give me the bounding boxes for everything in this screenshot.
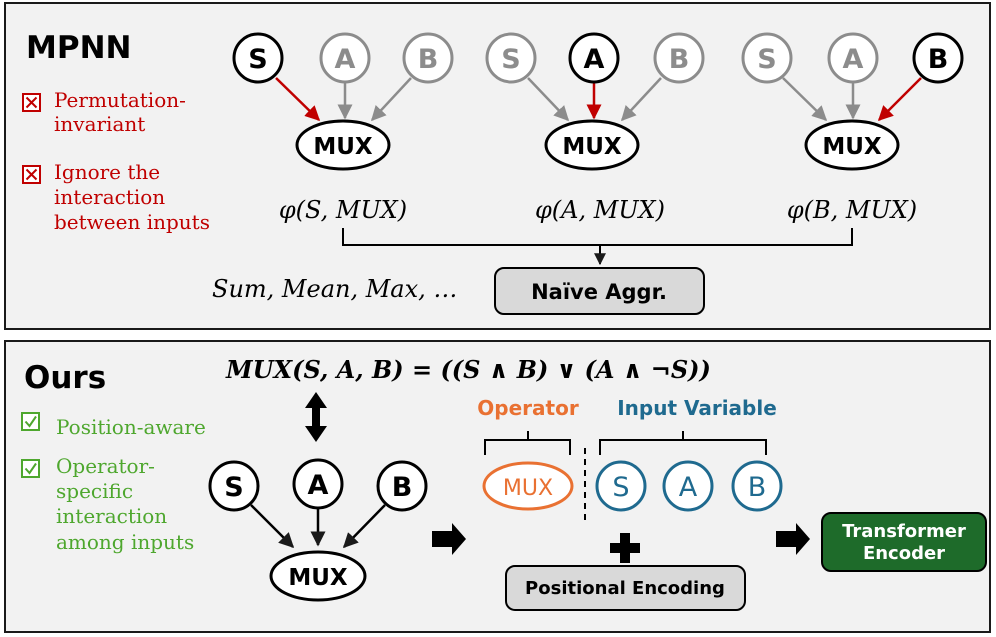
pro-line: among inputs: [56, 530, 194, 554]
pro-line: interaction: [56, 504, 167, 528]
cross-icon: [25, 96, 38, 109]
input-node: [208, 460, 260, 512]
mux-node: [804, 119, 900, 171]
phi-label: φ(A, MUX): [535, 196, 665, 224]
check-icon: [24, 415, 37, 428]
mux-node: [544, 119, 640, 171]
transformer-encoder-box: [821, 512, 987, 572]
input-node: [653, 32, 705, 84]
sequence-input-token: [595, 460, 647, 512]
input-node-label: A: [308, 470, 329, 501]
input-node-label: A: [584, 44, 605, 75]
con-line: invariant: [54, 112, 145, 136]
mpnn-group: S A B MUX φ(A, MUX): [485, 32, 705, 224]
mux-label: MUX: [313, 134, 373, 160]
input-node-label: A: [335, 44, 356, 75]
positional-encoding-label: Positional Encoding: [525, 578, 725, 599]
sequence-input-token: [731, 460, 783, 512]
input-variable-brace: [599, 431, 767, 455]
mpnn-con-item: Ignore the interaction between inputs: [22, 160, 210, 234]
right-arrow-icon: [432, 523, 466, 555]
phi-label: φ(S, MUX): [279, 196, 407, 224]
naive-aggr-box: [494, 267, 705, 315]
input-node-label: B: [928, 44, 949, 75]
plus-icon: [610, 533, 640, 563]
input-node: [402, 32, 454, 84]
input-node-label: S: [248, 44, 267, 75]
sequence-operator-token: [482, 461, 574, 511]
con-line: interaction: [54, 185, 165, 209]
sequence-input-token: [662, 460, 714, 512]
operator-brace: [484, 431, 571, 455]
input-node-label: B: [669, 44, 690, 75]
edge-inactive: [527, 77, 570, 122]
input-node-active: [232, 32, 284, 84]
sequence-operator-label: MUX: [503, 476, 553, 501]
mux-label: MUX: [288, 565, 348, 591]
double-arrow-icon: [305, 392, 327, 442]
mpnn-group: S A B MUX φ(S, MUX): [232, 32, 454, 224]
pro-line: specific: [56, 479, 133, 503]
phi-label: φ(B, MUX): [787, 196, 917, 224]
con-line: Ignore the: [54, 160, 160, 184]
ours-pro-item: Operator- specific interaction among inp…: [21, 454, 194, 554]
edge-active: [877, 77, 922, 122]
input-node-label: S: [757, 44, 776, 75]
input-node: [319, 32, 371, 84]
input-node: [292, 458, 344, 510]
con-line: Permutation-: [54, 88, 186, 112]
check-icon: [24, 462, 37, 475]
input-node-label: S: [501, 44, 520, 75]
input-node-active: [568, 32, 620, 84]
input-node: [827, 32, 879, 84]
ours-pro-item: Position-aware: [21, 412, 206, 439]
aggregation-examples: Sum, Mean, Max, …: [212, 275, 457, 303]
positional-encoding-box: [505, 565, 746, 611]
transformer-encoder-label: Encoder: [863, 543, 945, 564]
pro-line: Operator-: [56, 454, 155, 478]
mux-node: [295, 119, 391, 171]
mpnn-con-item: Permutation- invariant: [22, 88, 186, 136]
input-node-label: A: [843, 44, 864, 75]
edge-inactive: [370, 77, 412, 122]
edge-inactive: [782, 77, 828, 122]
edge-active: [275, 77, 321, 122]
input-node: [485, 32, 537, 84]
input-variable-label: Input Variable: [617, 396, 777, 420]
cross-icon: [25, 168, 38, 181]
transformer-encoder-label: Transformer: [842, 521, 966, 542]
sequence-input-label: S: [612, 472, 629, 503]
input-node-label: S: [224, 472, 243, 503]
mux-node: [269, 550, 367, 602]
pro-line: Position-aware: [56, 415, 206, 439]
mux-label: MUX: [562, 134, 622, 160]
con-line: between inputs: [54, 210, 210, 234]
naive-aggr-label: Naïve Aggr.: [531, 280, 667, 304]
input-node: [376, 460, 428, 512]
sequence-input-label: A: [679, 472, 698, 503]
graph-edge: [342, 504, 386, 549]
input-node-active: [912, 32, 964, 84]
input-node-label: B: [418, 44, 439, 75]
mpnn-title: MPNN: [26, 30, 131, 66]
mux-label: MUX: [822, 134, 882, 160]
ours-title: Ours: [24, 360, 106, 396]
sequence-input-label: B: [748, 472, 767, 503]
input-node: [741, 32, 793, 84]
operator-label: Operator: [477, 396, 579, 420]
mux-formula: MUX(S, A, B) = ((S ∧ B) ∨ (A ∧ ¬S)): [225, 355, 711, 384]
ours-graph: S A B MUX: [208, 458, 428, 602]
input-node-label: B: [392, 472, 413, 503]
mpnn-group: S A B MUX φ(B, MUX): [741, 32, 964, 224]
edge-inactive: [620, 77, 662, 122]
sequence-input-tokens: S A B: [595, 460, 783, 512]
aggregation-connector: [342, 228, 853, 246]
graph-edge: [250, 504, 295, 549]
right-arrow-icon: [776, 523, 810, 555]
